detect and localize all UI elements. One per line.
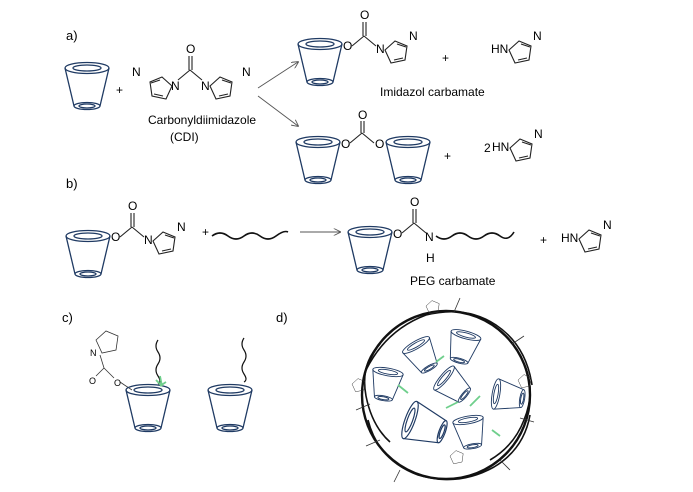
- imidazole-ring-icon: HN N: [561, 218, 612, 253]
- atom-HN: HN: [492, 140, 509, 154]
- panel-label-c: c): [62, 310, 73, 325]
- carbonate-bridge-structure: O O O: [341, 108, 384, 151]
- nanosponge-icon: [351, 297, 535, 483]
- atom-O: O: [375, 137, 384, 151]
- panel-label-d: d): [276, 310, 288, 325]
- atom-O: O: [410, 195, 419, 209]
- atom-N: N: [171, 79, 180, 93]
- atom-O: O: [393, 227, 402, 241]
- atom-O: O: [360, 8, 369, 22]
- cyclodextrin-cup-icon: [64, 61, 110, 111]
- atom-O: O: [111, 230, 120, 244]
- atom-H: H: [426, 251, 435, 265]
- imidazole-ring-icon: HN N: [491, 29, 542, 64]
- reaction-arrow-icon: [257, 62, 298, 89]
- plus-sign: +: [540, 233, 547, 247]
- atom-N: N: [425, 230, 434, 244]
- stoichiometry-two: 2: [484, 141, 491, 155]
- atom-N: N: [144, 233, 153, 247]
- atom-HN: HN: [491, 42, 508, 56]
- plus-sign: +: [116, 83, 123, 97]
- panel-c-plain-cd: [207, 337, 253, 433]
- atom-O: O: [358, 108, 367, 122]
- plus-sign: +: [202, 225, 209, 239]
- imidazol-carbamate-structure: O O N N: [111, 199, 186, 255]
- cyclodextrin-cup-icon: [65, 229, 111, 279]
- panel-c-functionalized-cd: N O O: [89, 330, 171, 433]
- atom-O: O: [114, 378, 121, 388]
- atom-HN: HN: [561, 231, 578, 245]
- cdi-name: Carbonyldiimidazole: [148, 113, 256, 127]
- atom-N: N: [534, 127, 543, 141]
- peg-carbamate-label: PEG carbamate: [410, 274, 496, 288]
- atom-O: O: [186, 42, 195, 56]
- atom-N: N: [376, 42, 385, 56]
- cdi-structure: O N N N N: [132, 42, 251, 100]
- imidazol-carbamate-structure: O O N N: [343, 8, 418, 64]
- cyclodextrin-cup-icon: [295, 135, 341, 185]
- atom-O: O: [343, 39, 352, 53]
- plus-sign: +: [442, 51, 449, 65]
- atom-N: N: [603, 218, 612, 232]
- panel-label-b: b): [66, 176, 78, 191]
- cyclodextrin-cup-icon: [385, 135, 431, 185]
- atom-N: N: [409, 29, 418, 43]
- cyclodextrin-cup-icon: [297, 37, 343, 87]
- imidazole-ring-icon: HN N: [492, 127, 543, 162]
- plus-sign: +: [444, 149, 451, 163]
- atom-N: N: [533, 29, 542, 43]
- atom-N: N: [177, 220, 186, 234]
- atom-N: N: [90, 348, 97, 358]
- imidazol-carbamate-label: Imidazol carbamate: [380, 85, 485, 99]
- atom-O: O: [89, 376, 96, 386]
- atom-N: N: [242, 65, 251, 79]
- cdi-abbr: (CDI): [170, 130, 199, 144]
- cyclodextrin-cup-icon: [347, 225, 393, 275]
- atom-N: N: [201, 79, 210, 93]
- reaction-arrow-icon: [257, 95, 298, 126]
- panel-label-a: a): [66, 28, 78, 43]
- atom-N: N: [132, 65, 141, 79]
- atom-O: O: [128, 199, 137, 213]
- peg-chain-icon: [211, 230, 289, 240]
- peg-carbamate-structure: O O N H: [393, 195, 515, 265]
- atom-O: O: [341, 137, 350, 151]
